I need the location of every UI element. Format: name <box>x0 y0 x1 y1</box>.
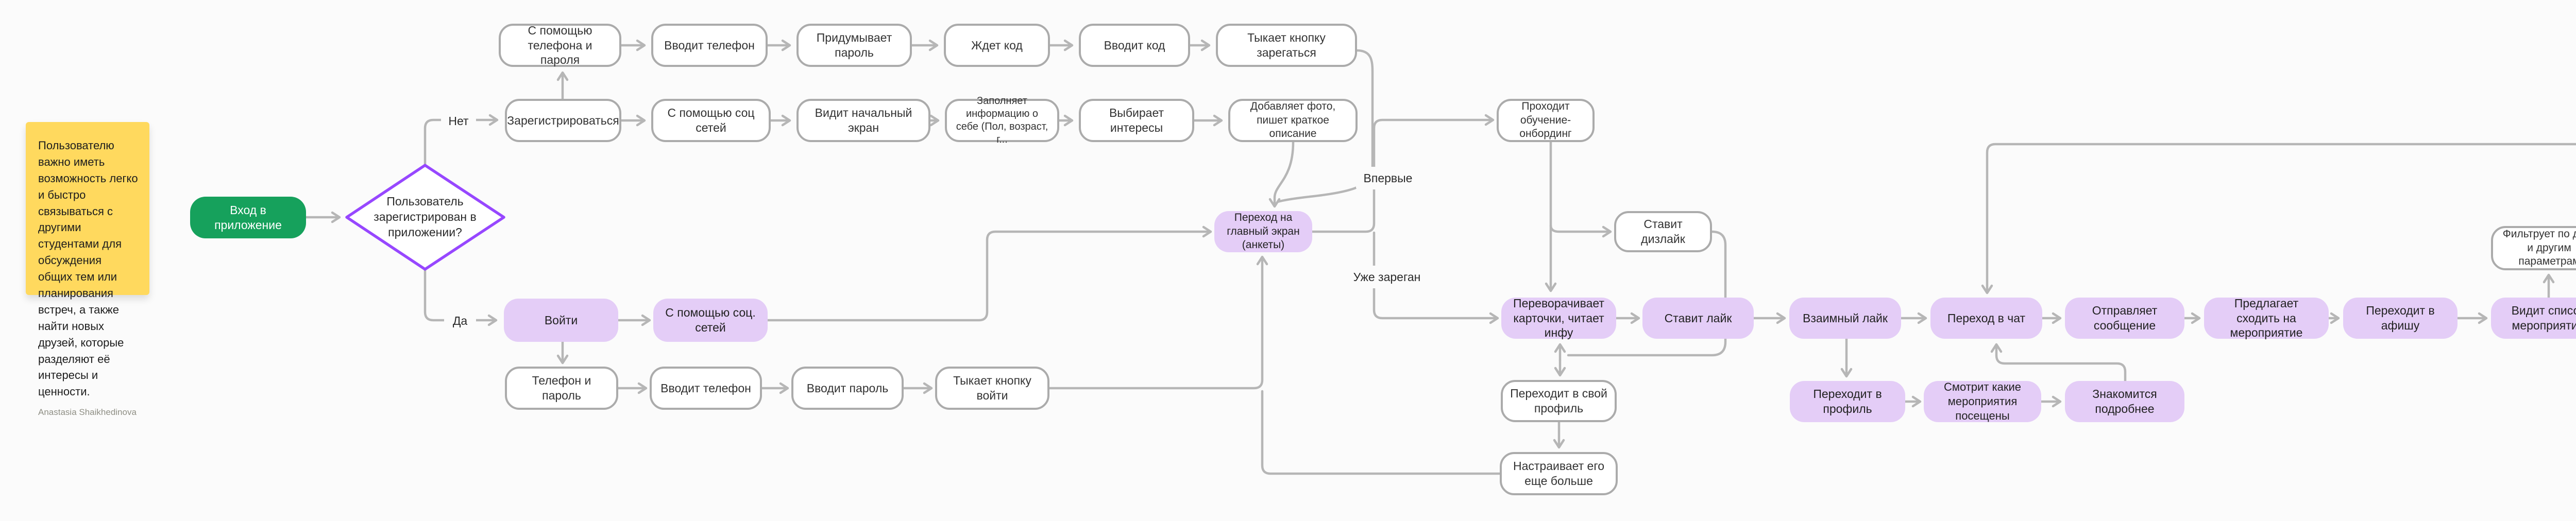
node-label: Выбирает интересы <box>1109 106 1164 134</box>
node-label: Знакомится подробнее <box>2092 387 2157 415</box>
node-label: Ставит лайк <box>1664 311 1732 325</box>
node-label: Тыкает кнопку зарегаться <box>1247 31 1326 59</box>
node-learn-more[interactable]: Знакомится подробнее <box>2065 381 2184 422</box>
node-send-message[interactable]: Отправляет сообщение <box>2065 298 2184 339</box>
node-go-afisha[interactable]: Переходит в афишу <box>2343 298 2458 339</box>
node-login-enter[interactable]: Войти <box>504 299 618 342</box>
sticky-note-author: Anastasia Shaikhedinova <box>38 407 137 418</box>
node-reg-social[interactable]: С помощью соц сетей <box>651 99 771 142</box>
node-label: Предлагает сходить на мероприятие <box>2230 296 2303 340</box>
node-mutual-like[interactable]: Взаимный лайк <box>1789 298 1901 339</box>
node-label: Вход в приложение <box>214 203 282 232</box>
node-label: Переходит в профиль <box>1813 387 1882 415</box>
node-see-events[interactable]: Видит список мероприятий <box>2491 298 2576 339</box>
node-filter-date[interactable]: Фильтрует по дате и другим параметрам <box>2491 226 2576 270</box>
node-label: Смотрит какие мероприятия посещены <box>1943 380 2022 422</box>
node-label: Войти <box>544 313 578 327</box>
node-reg-enter-code[interactable]: Вводит код <box>1079 24 1190 67</box>
node-reg-photo[interactable]: Добавляет фото, пишет краткое описание <box>1228 99 1358 142</box>
node-label: Ставит дизлайк <box>1641 217 1685 246</box>
node-reg-submit[interactable]: Тыкает кнопку зарегаться <box>1216 24 1357 67</box>
node-label: Переход на главный экран (анкеты) <box>1227 212 1300 251</box>
node-label: Зарегистрироваться <box>507 113 619 127</box>
node-label: С помощью соц сетей <box>667 106 755 134</box>
sticky-note[interactable]: Пользователю важно иметь возможность лег… <box>26 122 149 417</box>
edge-label-first-time[interactable]: Впервые <box>1356 167 1420 189</box>
node-main-screen[interactable]: Переход на главный экран (анкеты) <box>1214 211 1312 252</box>
node-label: Добавляет фото, пишет краткое описание <box>1250 100 1336 140</box>
node-label: Заполняет информацию о себе (Пол, возрас… <box>956 95 1048 146</box>
decision-node[interactable]: Пользователь зарегистрирован в приложени… <box>368 190 482 244</box>
edge-label-yes[interactable]: Да <box>444 309 476 333</box>
node-label: Настраивает его еще больше <box>1513 459 1605 488</box>
node-label: Отправляет сообщение <box>2092 304 2158 332</box>
node-reg-wait-code[interactable]: Ждет код <box>944 24 1050 67</box>
node-reg-method-phone[interactable]: С помощью телефона и пароля <box>499 24 621 67</box>
node-reg-enter-phone[interactable]: Вводит телефон <box>651 24 768 67</box>
node-reg-fill-info[interactable]: Заполняет информацию о себе (Пол, возрас… <box>945 95 1059 145</box>
node-reg-create-password[interactable]: Придумывает пароль <box>796 24 912 67</box>
node-start[interactable]: Вход в приложение <box>190 197 306 238</box>
edge-label-already-registered[interactable]: Уже зареган <box>1344 266 1430 288</box>
node-see-visited[interactable]: Смотрит какие мероприятия посещены <box>1924 380 2041 422</box>
node-my-profile[interactable]: Переходит в свой профиль <box>1501 380 1617 422</box>
node-label: Вводит пароль <box>806 381 889 395</box>
node-go-chat[interactable]: Переход в чат <box>1930 298 2042 339</box>
node-label: С помощью телефона и пароля <box>528 23 592 67</box>
node-label: Переворачивает карточки, читает инфу <box>1513 296 1604 340</box>
node-label: С помощью соц. сетей <box>665 306 756 334</box>
node-label: Вводит телефон <box>664 38 755 52</box>
node-label: Вводит код <box>1104 38 1165 52</box>
node-login-submit[interactable]: Тыкает кнопку войти <box>935 367 1049 410</box>
node-login-password[interactable]: Вводит пароль <box>791 367 904 410</box>
node-profile2[interactable]: Переходит в профиль <box>1790 381 1905 422</box>
sticky-note-text: Пользователю важно иметь возможность лег… <box>38 139 138 398</box>
node-label: Придумывает пароль <box>816 31 892 59</box>
node-label: Вводит телефон <box>660 381 751 395</box>
node-customize-profile[interactable]: Настраивает его еще больше <box>1500 452 1618 495</box>
node-label: Взаимный лайк <box>1803 311 1888 325</box>
node-label: Телефон и пароль <box>532 374 591 402</box>
node-login-social[interactable]: С помощью соц. сетей <box>653 299 768 342</box>
node-login-phone[interactable]: Вводит телефон <box>650 367 762 410</box>
node-suggest-event[interactable]: Предлагает сходить на мероприятие <box>2204 296 2329 340</box>
node-reg-initial-screen[interactable]: Видит начальный экран <box>796 99 930 142</box>
node-reg-interests[interactable]: Выбирает интересы <box>1079 99 1194 142</box>
node-label: Пользователь зарегистрирован в приложени… <box>374 195 477 239</box>
node-reg-register[interactable]: Зарегистрироваться <box>505 99 621 142</box>
node-label: Проходит обучение- онбординг <box>1519 100 1572 140</box>
node-label: Фильтрует по дате и другим параметрам <box>2502 228 2576 268</box>
node-label: Видит начальный экран <box>815 106 912 134</box>
node-login-phone-pass[interactable]: Телефон и пароль <box>505 367 618 410</box>
node-label: Переходит в свой профиль <box>1510 387 1607 415</box>
node-label: Видит список мероприятий <box>2511 304 2576 332</box>
node-swipe-cards[interactable]: Переворачивает карточки, читает инфу <box>1501 296 1616 340</box>
decision-diamond-shape <box>345 164 505 271</box>
node-onboarding[interactable]: Проходит обучение- онбординг <box>1497 99 1595 142</box>
node-label: Переходит в афишу <box>2366 304 2435 332</box>
node-label: Переход в чат <box>1947 311 2026 325</box>
node-dislike[interactable]: Ставит дизлайк <box>1614 211 1712 252</box>
node-label: Тыкает кнопку войти <box>953 374 1031 402</box>
node-label: Ждет код <box>971 38 1023 52</box>
node-like[interactable]: Ставит лайк <box>1642 298 1754 339</box>
edge-label-no[interactable]: Нет <box>441 109 476 133</box>
